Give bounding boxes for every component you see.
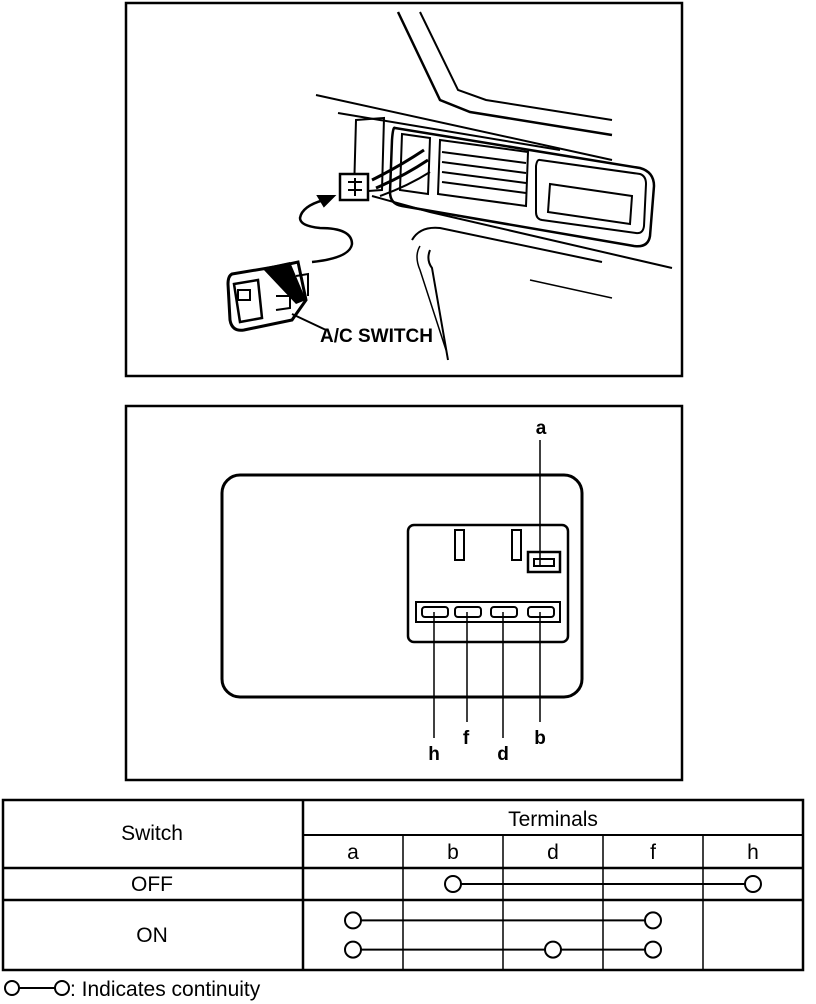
dash-lower-line xyxy=(529,279,613,299)
column-header-h: h xyxy=(747,841,759,864)
column-header-d: d xyxy=(547,841,559,864)
terminal-d-pin xyxy=(490,606,518,618)
ac-switch xyxy=(226,260,309,332)
continuity-terminal-a xyxy=(344,911,362,930)
row-label-on: ON xyxy=(136,924,168,947)
dash-lower-line xyxy=(427,249,449,361)
continuity-legend: : Indicates continuity xyxy=(4,978,261,1001)
legend-terminal-circle xyxy=(54,980,70,996)
continuity-terminal-f xyxy=(644,940,662,959)
wire-harness xyxy=(379,171,431,197)
control-panel-window xyxy=(535,158,648,235)
legend-terminal-circle xyxy=(4,980,20,996)
continuity-terminal-f xyxy=(644,911,662,930)
switch-body-shading xyxy=(262,262,306,304)
dash-lower-line xyxy=(416,245,447,351)
panel-slot xyxy=(398,132,432,196)
dash-lower-line xyxy=(371,195,673,269)
row-label-off: OFF xyxy=(131,873,173,896)
switch-rear-outline xyxy=(220,473,584,699)
air-vent xyxy=(436,138,530,208)
switch-location-figure: A/C SWITCH xyxy=(124,1,684,378)
terminal-a-pin xyxy=(526,550,562,574)
terminal-label-d: d xyxy=(497,744,509,765)
column-header-a: a xyxy=(347,841,359,864)
switch-clip xyxy=(275,295,291,311)
continuity-terminal-a xyxy=(344,940,362,959)
switch-clip xyxy=(295,272,309,296)
terminal-label-b: b xyxy=(534,728,546,749)
vent-louvers xyxy=(441,151,527,194)
continuity-terminal-h xyxy=(744,875,762,893)
table-header-switch: Switch xyxy=(121,822,183,845)
terminal-label-h: h xyxy=(428,744,440,765)
control-panel-display xyxy=(546,182,634,226)
continuity-terminal-d xyxy=(544,940,562,959)
terminal-a-slot xyxy=(533,558,555,567)
connection-arrow-head xyxy=(316,195,337,208)
terminal-h-pin xyxy=(421,606,449,618)
dash-contour-line xyxy=(315,94,613,161)
continuity-marks xyxy=(344,875,762,959)
switch-opening xyxy=(352,116,386,194)
connector-tab xyxy=(511,529,522,561)
terminal-label-f: f xyxy=(463,728,470,749)
wire-harness xyxy=(371,148,425,182)
ac-switch-label: A/C SWITCH xyxy=(320,326,433,347)
terminal-row xyxy=(415,601,561,623)
terminal-label-a: a xyxy=(536,418,547,439)
continuity-terminal-b xyxy=(444,875,462,893)
table-header-terminals: Terminals xyxy=(508,808,598,831)
switch-indicator xyxy=(237,289,251,301)
figure2-frame xyxy=(124,404,684,782)
terminal-view-figure: a h f d b xyxy=(124,404,684,782)
connector-housing xyxy=(406,523,570,644)
switch-face xyxy=(232,278,264,324)
connector-pins xyxy=(348,178,362,196)
column-header-b: b xyxy=(447,841,459,864)
connection-arrow-line xyxy=(298,198,354,264)
dash-contour-line xyxy=(419,11,613,121)
terminal-b-pin xyxy=(527,606,555,618)
switch-leader-line xyxy=(291,313,327,331)
dash-lower-line xyxy=(411,226,603,263)
legend-text: : Indicates continuity xyxy=(70,978,261,1001)
wire-harness xyxy=(375,158,429,190)
connector-tab xyxy=(454,529,465,561)
vent-panel-outline xyxy=(388,126,656,248)
column-header-f: f xyxy=(650,841,656,864)
continuity-table: Switch Terminals a b d f h OFF ON xyxy=(1,798,805,972)
figure1-frame xyxy=(124,1,684,378)
terminal-f-pin xyxy=(454,606,482,618)
dash-contour-line xyxy=(396,11,613,137)
